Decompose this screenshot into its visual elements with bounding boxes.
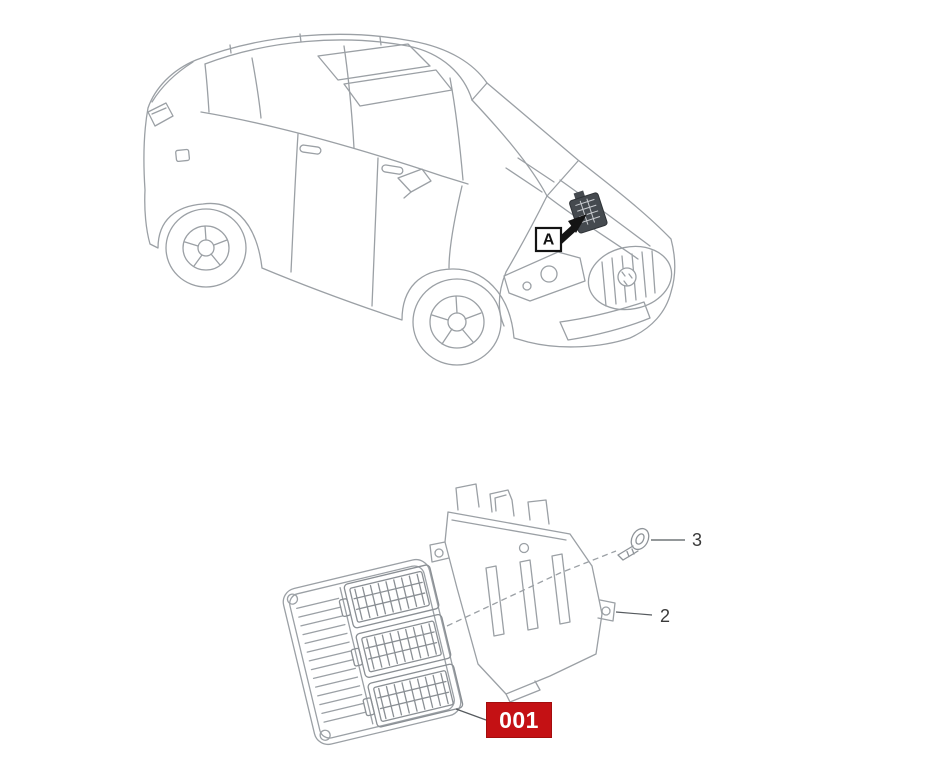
part-number-badge[interactable]: 001 [486, 702, 552, 738]
vent-pillar [449, 77, 464, 181]
hood-location-callout: A [534, 190, 608, 253]
bracket-top-tab [455, 483, 480, 511]
location-label-box: A [534, 226, 563, 253]
ecm-illustration [282, 558, 464, 746]
door-handle [299, 144, 322, 155]
bracket-left-ear [429, 541, 450, 563]
roof-rail-feet [229, 33, 382, 54]
front-wheel [412, 278, 502, 366]
headlight [503, 251, 586, 302]
roof-rail [204, 39, 473, 101]
callout-2-label: 2 [660, 606, 670, 626]
hood-crease [559, 179, 651, 247]
rear-glass-line [151, 61, 194, 103]
taillight [147, 102, 174, 127]
ecm-fin-divider [339, 587, 374, 725]
bracket-right-ear [597, 599, 616, 622]
bracket-slot [519, 559, 539, 631]
windshield-top [471, 82, 488, 101]
c-pillar [251, 57, 262, 119]
cowl-line [546, 160, 579, 197]
emblem-shields [621, 271, 633, 286]
bumper-intake [559, 301, 651, 341]
door-seam [371, 157, 379, 307]
bolt-head [630, 527, 650, 551]
b-pillar [343, 45, 355, 149]
a-pillar [471, 99, 548, 197]
bracket-hole [518, 542, 530, 554]
ecm-boss [319, 729, 331, 741]
wiper [517, 157, 555, 183]
wheel-spokes [431, 295, 482, 345]
car-outline [143, 33, 676, 348]
bracket-outline [444, 511, 603, 695]
door-seam [290, 133, 299, 273]
ecm-connector [350, 614, 452, 678]
side-mirror [397, 168, 432, 199]
assembly-dashed-line [446, 550, 617, 627]
grille [587, 245, 673, 311]
ecm-connector [362, 663, 464, 728]
callout-2-leader [615, 611, 653, 616]
bracket-top-clip-inner [494, 494, 507, 512]
bracket-bottom-tab [505, 680, 541, 703]
brand-emblem-icon [617, 267, 637, 287]
ecm-connector [338, 564, 440, 629]
badge-leader-line [455, 708, 487, 721]
fender-seam [448, 185, 463, 269]
ecm-fins [296, 597, 367, 723]
rear-wheel [165, 208, 247, 288]
bracket-slot [485, 565, 505, 637]
location-label: A [543, 232, 555, 249]
door-handle [381, 164, 404, 175]
ecm-boss [286, 593, 299, 605]
bracket-top-clip [489, 489, 515, 517]
bolt-shaft [617, 545, 639, 561]
sunroof-panel [317, 43, 431, 81]
fuel-door [175, 148, 191, 163]
ecm-body [282, 558, 462, 746]
bracket-top-tab [527, 499, 550, 525]
bolt-threads [626, 548, 635, 558]
wiper [505, 167, 543, 193]
beltline [200, 111, 469, 185]
bracket-slot [551, 553, 571, 625]
bolt-illustration [617, 527, 650, 561]
wheel-spokes [184, 225, 228, 267]
ecm-body-inner [289, 565, 455, 739]
hood-edge [546, 195, 639, 260]
rear-quarter-pillar [204, 63, 210, 113]
bracket-inner-edge [451, 519, 567, 541]
callout-3-label: 3 [692, 530, 702, 550]
bracket-illustration [429, 483, 616, 703]
sunroof-panel [343, 69, 453, 107]
